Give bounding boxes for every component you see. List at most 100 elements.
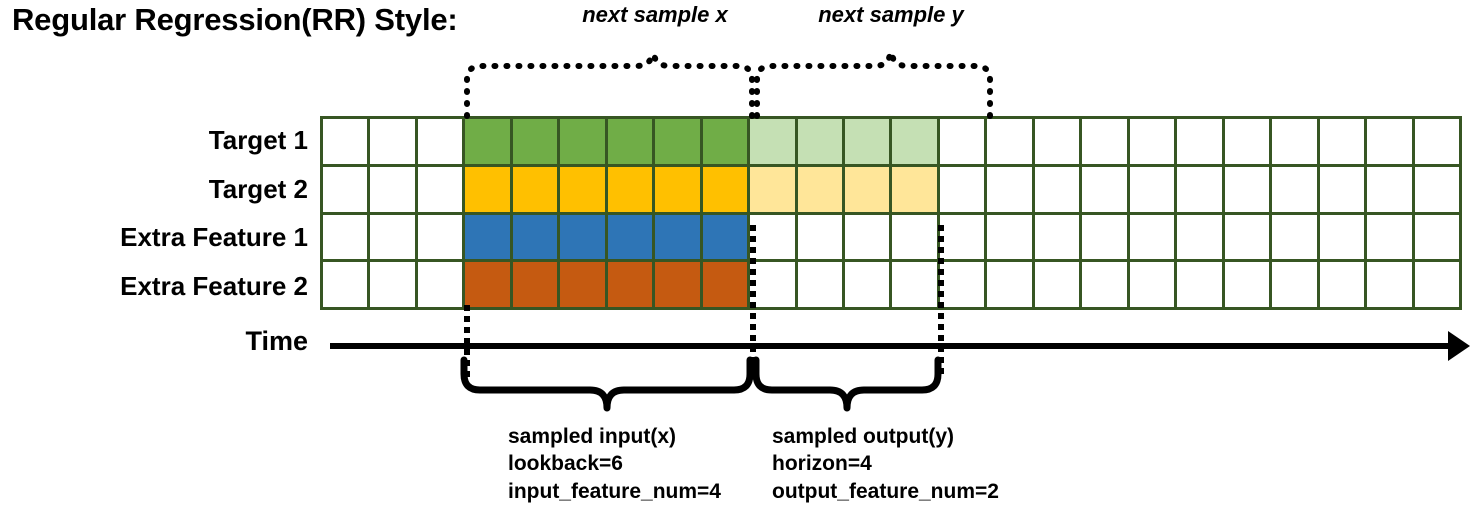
grid-cell-target-1-16 xyxy=(1034,119,1080,164)
grid-cell-extra-feature-2-3 xyxy=(417,262,463,307)
caption-sampled-output-line3: output_feature_num=2 xyxy=(772,479,999,503)
brace-next-sample-y-right xyxy=(889,49,993,119)
grid-cell-target-1-11 xyxy=(797,119,843,164)
grid-cell-target-1-22 xyxy=(1319,119,1365,164)
grid-cell-extra-feature-2-17 xyxy=(1082,262,1127,307)
caption-next-sample-y: next sample y xyxy=(818,2,964,27)
grid-cell-extra-feature-2-20 xyxy=(1224,262,1270,307)
grid-cell-target-2-20 xyxy=(1224,166,1270,212)
top-dotted-braces xyxy=(464,49,993,119)
grid-cell-target-1-2 xyxy=(370,119,415,164)
brace-sampled-output xyxy=(752,356,942,412)
timeseries-grid xyxy=(320,116,1462,310)
grid-cell-target-2-22 xyxy=(1319,166,1365,212)
grid-cell-target-2-16 xyxy=(1034,166,1080,212)
row-label-extra-feature-2: Extra Feature 2 xyxy=(120,270,308,301)
grid-cell-extra-feature-1-17 xyxy=(1082,214,1127,260)
caption-sampled-input: sampled input(x) lookback=6 input_featur… xyxy=(508,423,721,505)
caption-sampled-input-line3: input_feature_num=4 xyxy=(508,479,721,503)
grid-cell-extra-feature-2-24 xyxy=(1414,262,1459,307)
grid-cell-target-2-18 xyxy=(1129,166,1175,212)
grid-cell-extra-feature-2-6 xyxy=(560,262,605,307)
grid-cell-extra-feature-1-13 xyxy=(892,214,937,260)
grid-cell-target-1-18 xyxy=(1129,119,1175,164)
grid-cell-target-2-5 xyxy=(512,166,558,212)
grid-cell-extra-feature-1-19 xyxy=(1177,214,1222,260)
grid-cell-target-1-3 xyxy=(417,119,463,164)
grid-cell-extra-feature-2-22 xyxy=(1319,262,1365,307)
grid-cell-target-1-12 xyxy=(845,119,890,164)
grid-cell-target-2-15 xyxy=(987,166,1032,212)
grid-cell-target-2-19 xyxy=(1177,166,1222,212)
grid-cell-extra-feature-1-15 xyxy=(987,214,1032,260)
guide-output-end xyxy=(938,225,944,377)
grid-cell-extra-feature-1-4 xyxy=(465,214,510,260)
grid-cell-target-2-24 xyxy=(1414,166,1459,212)
grid-cell-target-1-9 xyxy=(702,119,748,164)
guide-input-start xyxy=(464,305,470,377)
grid-cell-extra-feature-2-14 xyxy=(939,262,985,307)
time-axis-line xyxy=(330,343,1460,349)
grid-cell-extra-feature-2-11 xyxy=(797,262,843,307)
grid-cell-target-2-12 xyxy=(845,166,890,212)
grid-cell-extra-feature-2-19 xyxy=(1177,262,1222,307)
grid-cell-extra-feature-2-2 xyxy=(370,262,415,307)
grid-cell-extra-feature-2-9 xyxy=(702,262,748,307)
grid-cell-extra-feature-1-7 xyxy=(607,214,653,260)
right-arrow-icon xyxy=(1448,331,1470,361)
grid-cell-target-1-21 xyxy=(1272,119,1317,164)
brace-next-sample-x-right xyxy=(651,49,755,119)
grid-cell-target-2-11 xyxy=(797,166,843,212)
grid-cell-target-2-14 xyxy=(939,166,985,212)
grid-cell-extra-feature-1-20 xyxy=(1224,214,1270,260)
grid-cell-extra-feature-1-16 xyxy=(1034,214,1080,260)
grid-cell-extra-feature-2-4 xyxy=(465,262,510,307)
brace-sampled-input xyxy=(460,356,754,412)
grid-cell-extra-feature-1-9 xyxy=(702,214,748,260)
grid-cell-extra-feature-1-2 xyxy=(370,214,415,260)
grid-cell-extra-feature-1-18 xyxy=(1129,214,1175,260)
grid-cell-target-1-7 xyxy=(607,119,653,164)
grid-cell-extra-feature-1-23 xyxy=(1367,214,1412,260)
grid-cell-target-1-1 xyxy=(323,119,368,164)
grid-cell-target-2-1 xyxy=(323,166,368,212)
caption-sampled-input-line2: lookback=6 xyxy=(508,452,623,476)
grid-cell-target-2-13 xyxy=(892,166,937,212)
grid-cell-target-2-6 xyxy=(560,166,605,212)
bottom-braces xyxy=(460,356,942,412)
grid-cell-extra-feature-2-10 xyxy=(750,262,795,307)
caption-sampled-input-line1: sampled input(x) xyxy=(508,425,677,448)
grid-cell-extra-feature-1-22 xyxy=(1319,214,1365,260)
grid-cell-extra-feature-2-18 xyxy=(1129,262,1175,307)
row-label-extra-feature-1: Extra Feature 1 xyxy=(120,222,308,252)
grid-cell-extra-feature-1-24 xyxy=(1414,214,1459,260)
grid-cell-target-1-4 xyxy=(465,119,510,164)
page-title: Regular Regression(RR) Style: xyxy=(12,2,458,37)
grid-cell-target-2-7 xyxy=(607,166,653,212)
grid-cell-extra-feature-1-10 xyxy=(750,214,795,260)
row-label-column: Target 1 Target 2 Extra Feature 1 Extra … xyxy=(0,116,308,310)
grid-cell-extra-feature-2-12 xyxy=(845,262,890,307)
grid-cell-target-1-20 xyxy=(1224,119,1270,164)
grid-cell-target-1-15 xyxy=(987,119,1032,164)
grid-cell-extra-feature-2-13 xyxy=(892,262,937,307)
grid-cell-extra-feature-1-8 xyxy=(655,214,700,260)
grid-cell-extra-feature-2-15 xyxy=(987,262,1032,307)
row-label-target-1: Target 1 xyxy=(208,125,308,155)
row-label-target-2: Target 2 xyxy=(208,173,308,204)
grid-cell-extra-feature-1-12 xyxy=(845,214,890,260)
grid-cell-target-1-23 xyxy=(1367,119,1412,164)
grid-cell-extra-feature-1-6 xyxy=(560,214,605,260)
grid-cell-target-2-8 xyxy=(655,166,700,212)
grid-cell-target-1-6 xyxy=(560,119,605,164)
caption-sampled-output-line2: horizon=4 xyxy=(772,452,872,476)
caption-sampled-output-line1: sampled output(y) xyxy=(772,425,954,448)
grid-cell-target-1-10 xyxy=(750,119,795,164)
grid-cell-target-1-17 xyxy=(1082,119,1127,164)
grid-cell-extra-feature-1-5 xyxy=(512,214,558,260)
grid-cell-extra-feature-1-11 xyxy=(797,214,843,260)
grid-cell-extra-feature-2-23 xyxy=(1367,262,1412,307)
grid-cell-target-2-9 xyxy=(702,166,748,212)
grid-cell-extra-feature-2-5 xyxy=(512,262,558,307)
grid-cell-target-2-23 xyxy=(1367,166,1412,212)
